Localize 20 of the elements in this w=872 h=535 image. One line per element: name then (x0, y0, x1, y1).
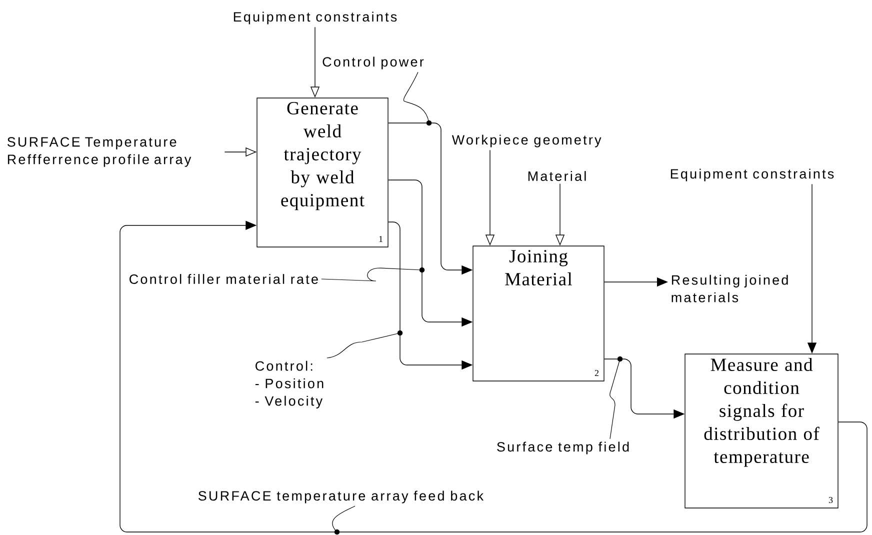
process-box: Generate weld trajectory by weld equipment 1 (256, 98, 388, 248)
arrow-label: Equipment constraints (670, 168, 834, 182)
arrow-label: Surface temp field (497, 442, 629, 454)
leader-line (403, 72, 430, 124)
arrow-label: Material (528, 171, 586, 181)
process-box: Measure and condition signals for distribution of temperature 3 (684, 354, 838, 508)
leader-line (326, 332, 400, 358)
leader-line (332, 506, 356, 532)
arrow-label: SURFACE Temperature Reffferrence profile array (7, 137, 192, 167)
process-box: Joining Material 2 (472, 246, 604, 382)
arrow-label: SURFACE temperature array feed back (198, 490, 484, 504)
arrow-label: Control filler material rate (130, 274, 318, 284)
arrow-label: Equipment constraints (234, 12, 397, 24)
arrow-label: Control power (322, 56, 424, 70)
arrow (120, 220, 868, 535)
leader-line (321, 268, 422, 282)
arrow-label: Control: - Position - Velocity (255, 360, 324, 408)
arrow-label: Resulting joined materials (672, 274, 788, 302)
leader-line (610, 358, 620, 440)
arrow-label: Workpiece geometry (452, 134, 602, 148)
